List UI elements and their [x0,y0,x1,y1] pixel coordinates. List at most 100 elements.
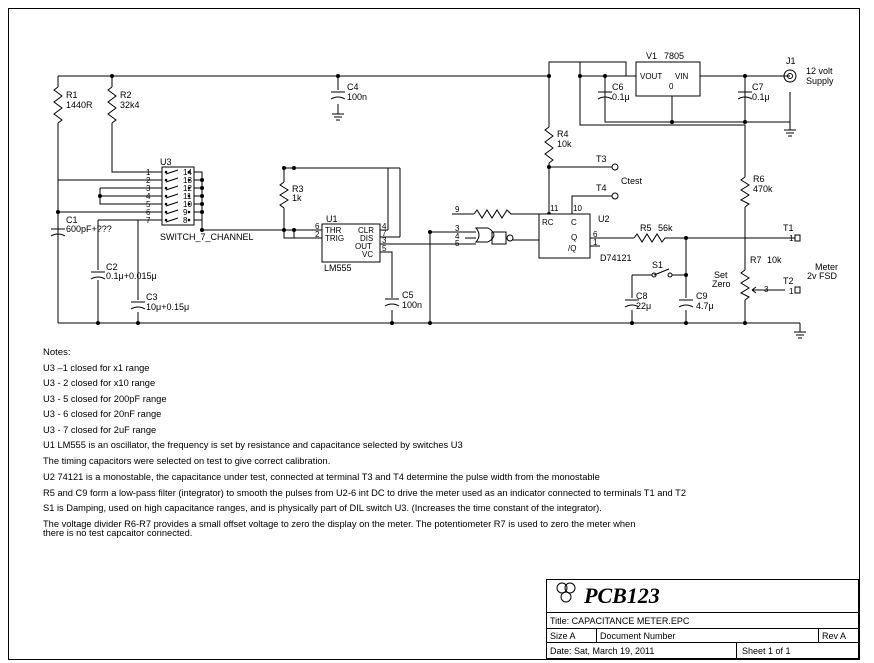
u2-nq: /Q [568,244,576,253]
resistor-r6: R6 470k [739,174,773,208]
potentiometer-r7: R7 10k 3 [739,255,782,301]
resistor-r1: R1 1440R [53,86,93,124]
u1-ref: U1 [326,214,338,224]
u3-pin-14: 14 [183,168,192,177]
u2-q: Q [571,233,577,242]
t2-pin: 1 [789,287,794,296]
u1-thr: THR [325,226,342,235]
v1-vin: VIN [675,72,689,81]
junctions [56,74,747,325]
u1-pin-6: 6 [315,222,320,231]
u1-pin-4: 4 [382,222,387,231]
notes-section: Notes: U3 –1 closed for x1 range U3 - 2 … [43,347,686,538]
u3-pin-2: 2 [146,176,151,185]
meter-line1: Meter [815,262,838,272]
dip-switch-u3: U3 SWITCH_7_CHANNEL 1 2 3 4 5 6 7 14 13 … [146,157,254,242]
note-line: U3 - 7 closed for 2uF range [43,425,156,435]
note-line: The timing capacitors were selected on t… [43,456,330,466]
r4-value: 10k [557,139,572,149]
u1-pin-3: 3 [382,236,387,245]
u1-out: OUT [355,242,372,251]
resistor-r5: R5 56k [633,223,673,243]
note-line: U3 - 2 closed for x10 range [43,378,155,388]
r6-ref: R6 [753,174,765,184]
logo-text: PCB123 [583,583,660,608]
c2-ref: C2 [106,262,118,272]
capacitor-c8: C8 22μ [624,291,651,311]
v1-value: 7805 [664,51,684,61]
c6-ref: C6 [612,82,624,92]
size-field: Size A [550,631,576,641]
c7-value: 0.1μ [752,92,770,102]
u1-dis: DIS [360,234,373,243]
u1-trig: TRIG [325,234,344,243]
u3-pin-3: 3 [146,184,151,193]
resistor-r4: R4 10k [544,126,572,164]
c9-ref: C9 [696,291,708,301]
u2-rc: RC [542,218,554,227]
r2-ref: R2 [120,90,132,100]
capacitor-c3: C3 10μ+0.15μ [130,292,189,312]
u1-vc: VC [362,250,373,259]
wires [57,61,801,332]
r4-ref: R4 [557,129,569,139]
sheet-field: Sheet 1 of 1 [742,646,791,656]
v1-vout: VOUT [640,72,662,81]
resistor-r2: R2 32k4 [107,86,140,124]
switch-s1: S1 [651,260,673,278]
r5-ref: R5 [640,223,652,233]
note-line: S1 is Damping, used on high capacitance … [43,503,602,513]
gate-symbols [474,227,514,245]
pcb123-logo-icon [556,582,576,603]
u2-value: D74121 [600,253,632,263]
r1-ref: R1 [66,90,78,100]
u3-pin-7: 7 [146,216,151,225]
c2-value: 0.1μ+0.015μ [106,271,157,281]
c5-ref: C5 [402,290,414,300]
v1-ref: V1 [646,51,657,61]
j1-value2: Supply [806,76,834,86]
u1-clr: CLR [358,226,374,235]
u3-pin-13: 13 [183,176,192,185]
u3-pin-10: 10 [183,200,192,209]
u3-pin-5: 5 [146,200,151,209]
j1-ref: J1 [786,56,796,66]
t4-ref: T4 [596,183,607,193]
note-line: U3 - 6 closed for 20nF range [43,409,161,419]
note-line: U3 –1 closed for x1 range [43,363,149,373]
terminal-t3: T3 [596,154,619,171]
u1-pin-5: 5 [382,244,387,253]
u2-pin9-resistor [473,209,514,219]
u3-pin-12: 12 [183,184,192,193]
resistor-r3: R3 1k [279,181,304,209]
r6-value: 470k [753,184,773,194]
u2-pin-5: 5 [455,239,460,248]
terminal-t2: T2 1 [783,276,801,296]
u3-value: SWITCH_7_CHANNEL [160,232,254,242]
u2-pin-1: 1 [593,238,598,247]
u3-pin-9: 9 [183,208,188,217]
ic-u2-d74121: U2 D74121 RC C Q /Q 11 10 6 1 [538,204,632,263]
u2-c: C [571,218,577,227]
u3-pin-4: 4 [146,192,151,201]
connector-j1: J1 12 volt Supply [783,56,834,137]
capacitor-c9: C9 4.7μ [678,291,714,311]
c8-value: 22μ [636,301,651,311]
title-field: Title: CAPACITANCE METER.EPC [550,616,690,626]
capacitor-c5: C5 100n [384,290,422,310]
r1-value: 1440R [66,100,93,110]
note-line: there is no test capcaitor connected. [43,528,192,538]
rev-field: Rev A [822,631,846,641]
note-line: U2 74121 is a monostable, the capacitanc… [43,472,600,482]
c3-ref: C3 [146,292,158,302]
r2-value: 32k4 [120,100,140,110]
set-zero-line1: Set [714,270,728,280]
u3-pin-11: 11 [183,192,192,201]
r3-value: 1k [292,193,302,203]
v1-gnd: 0 [669,82,674,91]
notes-title: Notes: [43,347,70,358]
capacitor-c7: C7 0.1μ [737,82,770,102]
s1-ref: S1 [652,260,663,270]
